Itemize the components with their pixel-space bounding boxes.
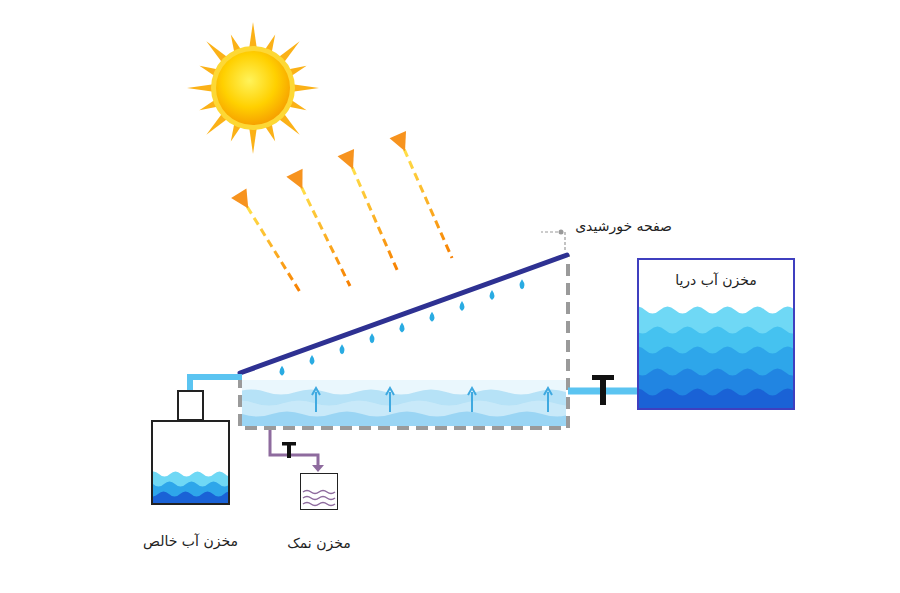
ray-arrowhead: [390, 131, 406, 151]
vapor-arrowhead: [386, 388, 394, 395]
condensate-drops: [280, 279, 525, 376]
brine-wave: [242, 412, 566, 427]
tank-neck: [178, 391, 203, 420]
ray-arrowhead: [338, 149, 354, 169]
light-ray: [404, 149, 452, 258]
valve-stem: [600, 375, 606, 405]
tank-label: مخزن نمک: [287, 535, 351, 552]
vapor-arrow: [315, 392, 317, 412]
sea-water: [639, 307, 793, 409]
droplet: [430, 312, 435, 322]
sun-disc: [216, 51, 290, 125]
brine-water: [242, 380, 566, 426]
pure-wave: [153, 492, 228, 504]
valve: [592, 375, 614, 405]
vapor-arrow: [389, 392, 391, 412]
vapor-arrow: [547, 392, 549, 412]
still-enclosure: [240, 255, 568, 428]
leader-line: [541, 232, 565, 250]
vapor-arrow: [471, 392, 473, 412]
droplet: [310, 355, 315, 365]
vapor-arrowhead: [468, 388, 476, 395]
salt-line: [303, 491, 335, 494]
light-ray: [352, 167, 398, 272]
sun-ray: [249, 126, 257, 154]
pure-water-tank: مخزن آب خالص: [151, 420, 230, 505]
ray-arrowhead: [231, 188, 248, 208]
sea-wave: [639, 327, 793, 409]
salt-arrowhead: [312, 465, 324, 472]
sun-ray: [291, 84, 319, 92]
sea-water-tank: مخزن آب دریا: [637, 258, 795, 410]
vapor-arrowhead: [544, 388, 552, 395]
valve: [282, 442, 296, 458]
sun-rays: [231, 131, 452, 292]
valve-stem: [287, 442, 291, 458]
droplet: [370, 333, 375, 343]
droplet: [490, 290, 495, 300]
salt-line: [303, 497, 335, 500]
salt-layers: [303, 491, 335, 506]
salt-pipe: [270, 430, 318, 466]
droplet: [400, 323, 405, 333]
droplet: [460, 301, 465, 311]
tank-label: مخزن آب دریا: [675, 272, 757, 289]
solar-panel: [240, 255, 567, 373]
droplet: [520, 279, 525, 289]
droplet: [340, 344, 345, 354]
sea-wave: [639, 369, 793, 409]
ray-arrowhead: [286, 169, 302, 189]
vapor-arrowhead: [312, 388, 320, 395]
light-ray: [247, 207, 300, 292]
light-ray: [302, 187, 350, 286]
leader-dot: [559, 230, 564, 235]
pure-water: [153, 472, 228, 504]
sea-wave: [639, 389, 793, 409]
salt-tank: مخزن نمک: [300, 473, 338, 510]
sun-ray: [249, 22, 257, 50]
callout-label: صفحه خورشیدی: [575, 218, 672, 235]
salt-line: [303, 503, 335, 506]
sun-halo: [211, 46, 295, 130]
tank-label: مخزن آب خالص: [143, 533, 238, 550]
droplet: [280, 366, 285, 376]
distillate-pipe: [190, 377, 242, 391]
sun: [187, 22, 319, 154]
sun-ray: [187, 84, 215, 92]
